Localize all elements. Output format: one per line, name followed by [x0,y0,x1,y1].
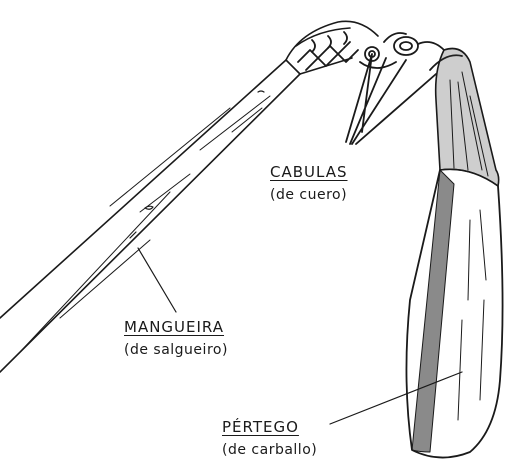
cabulas-name: CABULAS [270,165,348,180]
cabulas-label: CABULAS (de cuero) [270,165,348,202]
cabulas-material: (de cuero) [270,188,348,202]
pertego-swingle [406,49,502,458]
mangueira-label: MANGUEIRA (de salgueiro) [124,320,228,357]
mangueira-material: (de salgueiro) [124,343,228,357]
pertego-leader [330,372,462,424]
mangueira-name: MANGUEIRA [124,320,228,335]
pertego-name: PÉRTEGO [222,420,317,435]
mangueira-leader [138,248,176,312]
pertego-material: (de carballo) [222,443,317,457]
pertego-label: PÉRTEGO (de carballo) [222,420,317,457]
